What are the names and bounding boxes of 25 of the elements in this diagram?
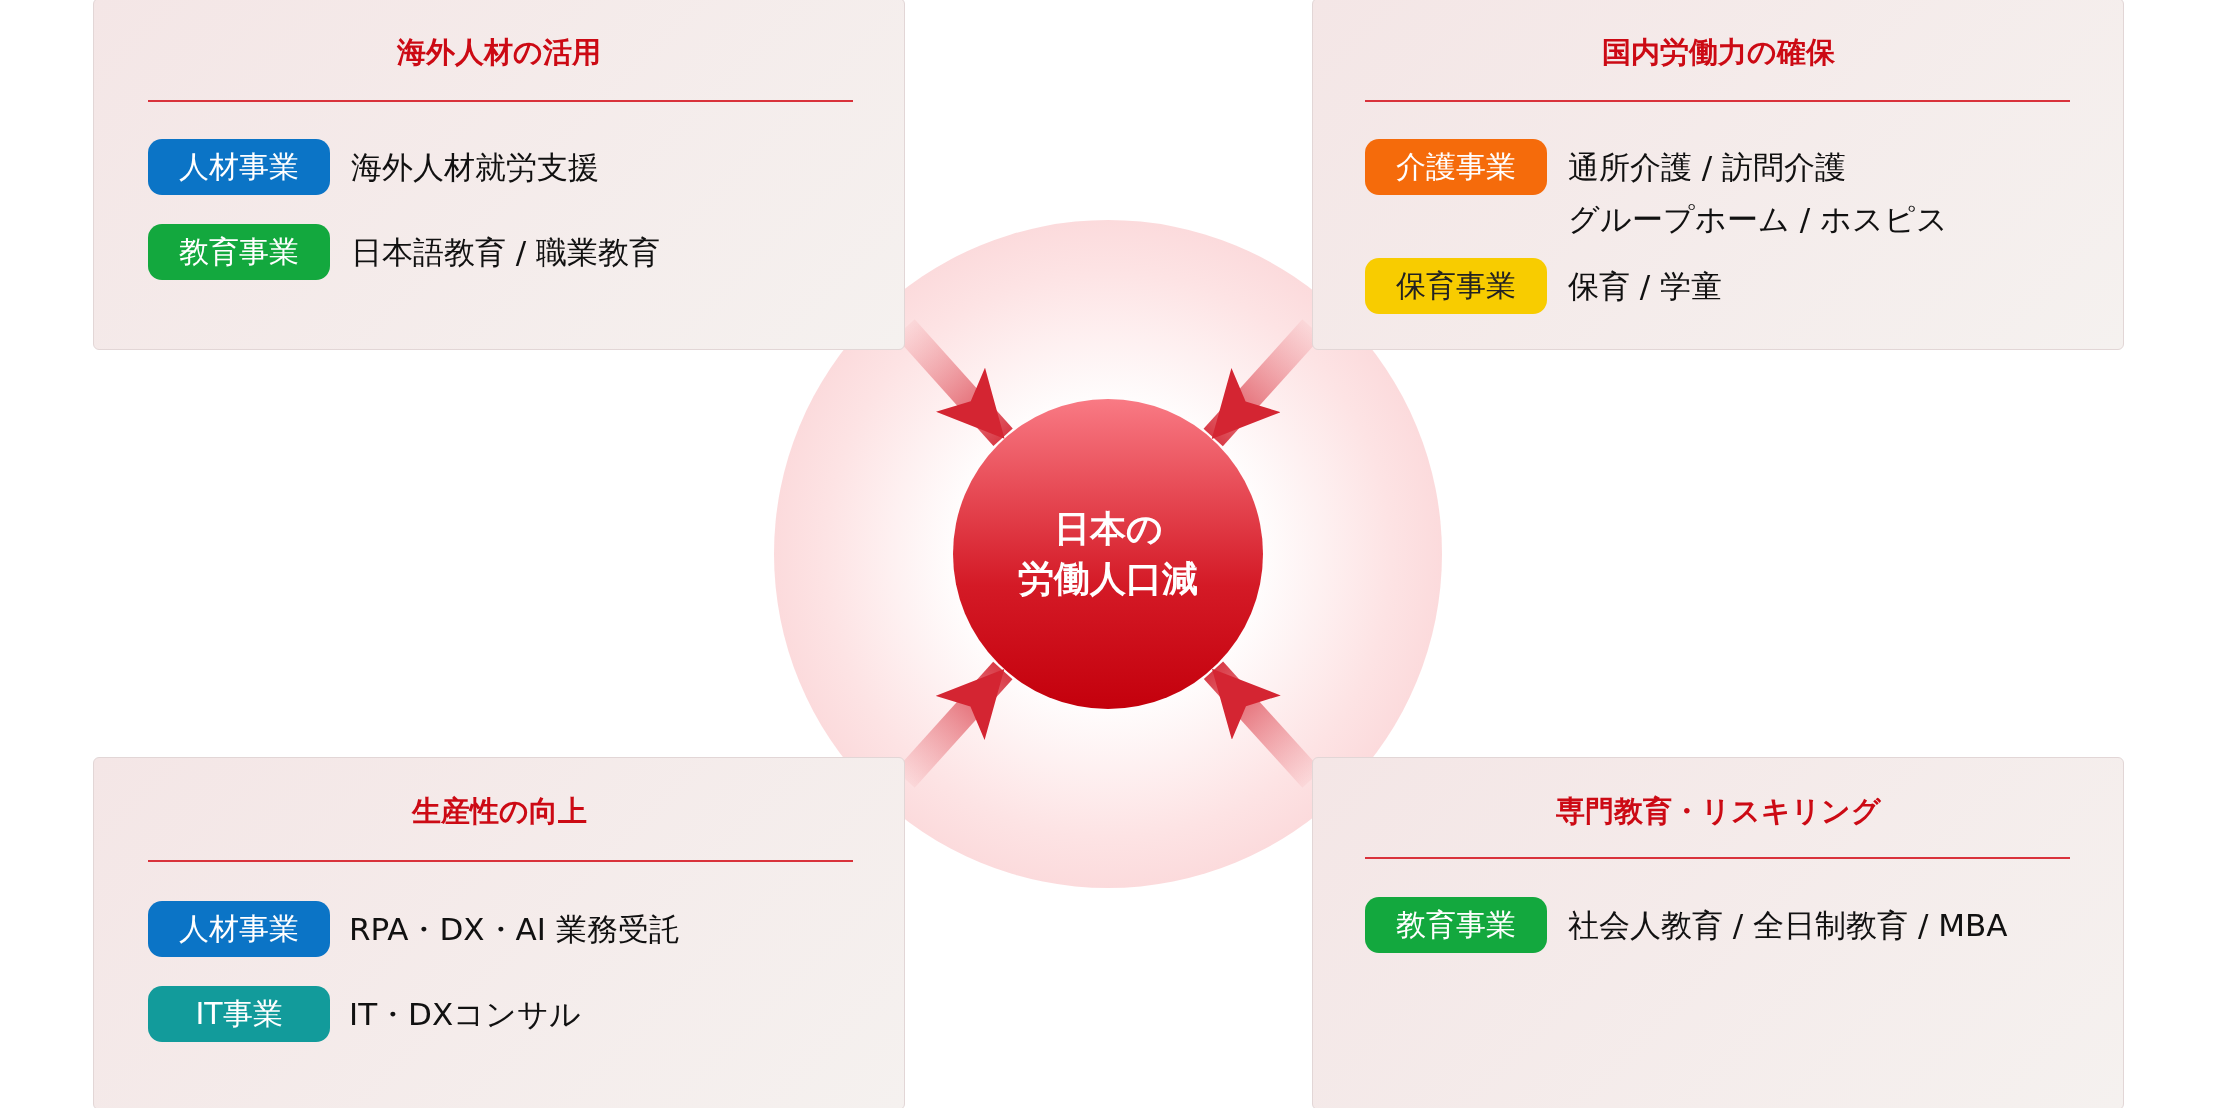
panel-heading: 専門教育・リスキリング: [1554, 793, 1882, 830]
panel-heading: 海外人材の活用: [396, 34, 602, 71]
business-badge: 介護事業: [1365, 139, 1547, 195]
service-text: 通所介護 / 訪問介護: [1568, 148, 1848, 187]
center-label: 日本の: [1053, 507, 1163, 551]
service-text: 保育 / 学童: [1568, 267, 1724, 306]
category-panel: [93, 0, 905, 350]
category-panel: [93, 757, 905, 1108]
business-badge: IT事業: [148, 986, 330, 1042]
panel-heading: 生産性の向上: [410, 793, 588, 830]
business-badge: 保育事業: [1365, 258, 1547, 314]
service-text: 日本語教育 / 職業教育: [351, 233, 662, 272]
panel-heading: 国内労働力の確保: [1600, 34, 1836, 71]
business-badge: 教育事業: [1365, 897, 1547, 953]
business-badge: 教育事業: [148, 224, 330, 280]
business-badge: 人材事業: [148, 901, 330, 957]
center-label: 労働人口減: [1018, 557, 1198, 601]
service-text: IT・DXコンサル: [349, 995, 583, 1034]
business-badge: 人材事業: [148, 139, 330, 195]
category-panel: [1312, 0, 2124, 350]
service-text: 海外人材就労支援: [351, 148, 600, 187]
service-text: グループホーム / ホスピス: [1568, 200, 1950, 239]
service-text: 社会人教育 / 全日制教育 / MBA: [1568, 906, 2009, 945]
service-text: RPA・DX・AI 業務受託: [349, 910, 681, 949]
category-panel: [1312, 757, 2124, 1108]
